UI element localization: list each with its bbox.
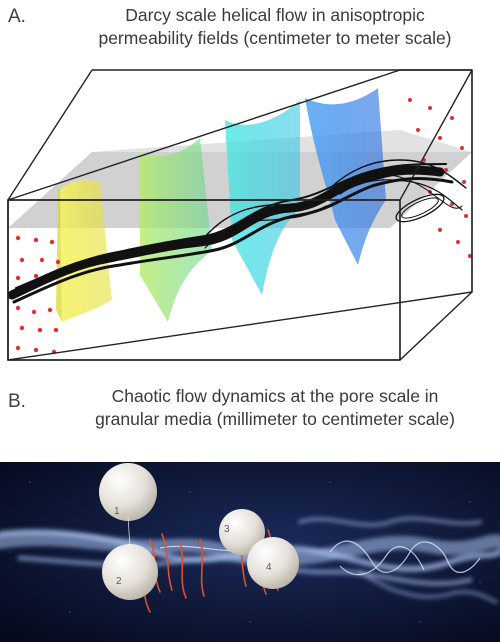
- panel-b-caption-line-2: granular media (millimeter to centimeter…: [95, 409, 455, 429]
- grain-2: [102, 544, 158, 600]
- panel-b-caption-line-1: Chaotic flow dynamics at the pore scale …: [111, 386, 439, 406]
- grain-labels: 1 2 3 4: [114, 506, 272, 587]
- red-injection-dots-left: [15, 235, 61, 355]
- panel-a-caption-line-2: permeability fields (centimeter to meter…: [98, 28, 452, 48]
- cyan-sheet: [225, 100, 300, 295]
- grain-4: [247, 537, 299, 589]
- grain-contact-lines: [127, 516, 263, 549]
- green-sheet: [140, 138, 212, 322]
- grain-1: [99, 463, 157, 521]
- grain-label-1: 1: [114, 506, 120, 517]
- pore-scale-chaotic-flow-image: 1 2 3 4: [0, 462, 500, 642]
- helical-flow-box-illustration: [7, 69, 473, 361]
- grain-label-3: 3: [224, 524, 230, 535]
- grain-label-2: 2: [116, 576, 122, 587]
- box-front-face: [7, 199, 401, 361]
- panel-b-caption: Chaotic flow dynamics at the pore scale …: [55, 385, 495, 431]
- panel-a-letter: A.: [8, 6, 26, 27]
- yellow-sheet: [60, 180, 112, 322]
- background-speckles: [9, 481, 481, 623]
- helical-streamline-bundle: [7, 159, 467, 304]
- grain-label-4: 4: [266, 562, 272, 573]
- panel-a-caption: Darcy scale helical flow in anisoptropic…: [55, 4, 495, 50]
- panel-b-letter: B.: [8, 391, 26, 412]
- panel-a-caption-line-1: Darcy scale helical flow in anisoptropic: [125, 5, 425, 25]
- grains: [99, 463, 299, 600]
- grain-3: [219, 509, 265, 555]
